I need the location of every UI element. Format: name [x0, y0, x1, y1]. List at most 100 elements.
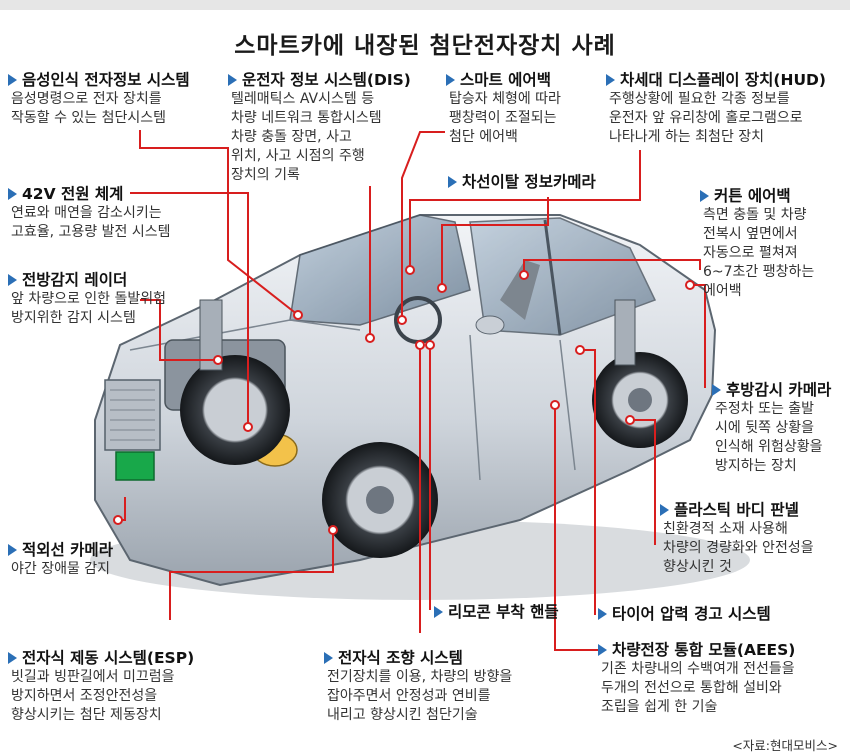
callout-desc-line: 차량 충돌 장면, 사고 [231, 129, 352, 145]
front-strut [199, 299, 223, 371]
callout-voice-info-system: 음성인식 전자정보 시스템 음성명령으로 전자 장치를 작동할 수 있는 첨단시… [8, 70, 190, 128]
bullet-icon [700, 190, 709, 202]
callout-title: 차선이탈 정보카메라 [462, 173, 596, 191]
callout-desc-line: 운전자 앞 유리창에 홀로그램으로 [609, 110, 803, 126]
bullet-icon [598, 644, 607, 656]
door-line [469, 334, 576, 481]
bullet-icon [712, 384, 721, 396]
callout-title: 42V 전원 체계 [22, 185, 124, 203]
callout-desc-line: 향상시키는 첨단 제동장치 [11, 707, 162, 723]
callout-desc-line: 첨단 에어백 [449, 129, 518, 145]
callout-title: 전자식 제동 시스템(ESP) [22, 649, 195, 667]
callout-driver-info-system: 운전자 정보 시스템(DIS) 텔레매틱스 AV시스템 등 차량 네트워크 통합… [228, 70, 411, 185]
callout-title: 전방감지 레이더 [22, 271, 128, 289]
callout-desc-line: 나타나게 하는 최첨단 장치 [609, 129, 765, 145]
callout-desc-line: 위치, 사고 시점의 주행 [231, 148, 365, 164]
leader-lane [441, 197, 549, 288]
front-wheel [180, 355, 290, 465]
callout-desc-line: 야간 장애물 감지 [11, 561, 111, 577]
bullet-icon [8, 274, 17, 286]
bullet-icon [448, 176, 457, 188]
callout-desc-line: 조립을 쉽게 한 기술 [601, 699, 718, 715]
callout-title: 차세대 디스플레이 장치(HUD) [620, 71, 826, 89]
leader-aees [554, 405, 600, 651]
leader-hud [409, 150, 641, 270]
callout-desc-line: 친환경적 소재 사용해 [663, 521, 788, 537]
callout-electronic-steering: 전자식 조향 시스템 전기장치를 이용, 차량의 방향을 잡아주면서 안정성과 … [324, 648, 512, 725]
callout-curtain-airbag: 커튼 에어백 측면 충돌 및 차량 전복시 옆면에서 자동으로 펼쳐져 6~7초… [700, 186, 814, 301]
bullet-icon [434, 606, 443, 618]
callout-desc-line: 장치의 기록 [231, 167, 300, 183]
callout-desc-line: 작동할 수 있는 첨단시스템 [11, 110, 167, 126]
callout-desc-line: 내리고 향상시킨 첨단기술 [327, 707, 478, 723]
leader-voice [139, 130, 299, 316]
callout-desc-line: 방지위한 감지 시스템 [11, 310, 136, 326]
bullet-icon [324, 652, 333, 664]
seat [500, 260, 540, 320]
hub-2 [628, 388, 652, 412]
callout-desc-line: 텔레매틱스 AV시스템 등 [231, 91, 375, 107]
callout-desc-line: 고효율, 고용량 발전 시스템 [11, 224, 171, 240]
license-plate [115, 451, 155, 481]
leader-esp [169, 530, 334, 620]
callout-desc-line: 전복시 옆면에서 [703, 226, 798, 242]
callout-desc-line: 음성명령으로 전자 장치를 [11, 91, 162, 107]
callout-plastic-panel: 플라스틱 바디 판넬 친환경적 소재 사용해 차량의 경량화와 안전성을 향상시… [660, 500, 814, 577]
hub [366, 486, 394, 514]
leader-dots [113, 265, 695, 535]
radiator-grille [110, 389, 155, 441]
leader-lines [118, 130, 706, 651]
callout-title: 차량전장 통합 모듈(AEES) [612, 641, 796, 659]
bullet-icon [8, 74, 17, 86]
callout-desc-line: 잡아주면서 안정성과 연비를 [327, 688, 491, 704]
side-mirror [475, 315, 505, 335]
callout-desc-line: 팽창력이 조절되는 [449, 110, 557, 126]
callout-desc-line: 탑승자 체형에 따라 [449, 91, 561, 107]
bullet-icon [660, 504, 669, 516]
rear-strut [614, 299, 636, 366]
callout-title: 음성인식 전자정보 시스템 [22, 71, 190, 89]
callout-esp: 전자식 제동 시스템(ESP) 빗길과 빙판길에서 미끄럼을 방지하면서 조정안… [8, 648, 194, 725]
bullet-icon [8, 652, 17, 664]
callout-desc-line: 차량 네트워크 통합시스템 [231, 110, 382, 126]
bullet-icon [8, 544, 17, 556]
callout-desc-line: 연료와 매연을 감소시키는 [11, 205, 162, 221]
bullet-icon [8, 188, 17, 200]
callout-desc-line: 자동으로 펼쳐져 [703, 245, 798, 261]
callout-desc-line: 두개의 전선으로 통합해 설비와 [601, 680, 782, 696]
callout-42v-power: 42V 전원 체계 연료와 매연을 감소시키는 고효율, 고용량 발전 시스템 [8, 184, 170, 242]
callout-title: 플라스틱 바디 판넬 [674, 501, 799, 519]
callout-desc-line: 빗길과 빙판길에서 미끄럼을 [11, 669, 175, 685]
callout-tire-pressure: 타이어 압력 경고 시스템 [598, 604, 771, 624]
b-pillar [543, 219, 562, 336]
callout-desc-line: 전기장치를 이용, 차량의 방향을 [327, 669, 513, 685]
callout-desc-line: 시에 뒷쪽 상황을 [715, 420, 815, 436]
source-credit: <자료:현대모비스> [732, 738, 838, 753]
callout-lane-camera: 차선이탈 정보카메라 [448, 172, 596, 192]
callout-desc-line: 인식해 위험상황을 [715, 439, 823, 455]
leader-radar [140, 299, 218, 361]
callout-desc-line: 측면 충돌 및 차량 [703, 207, 807, 223]
callout-title: 전자식 조향 시스템 [338, 649, 463, 667]
callout-desc-line: 향상시킨 것 [663, 559, 732, 575]
callout-desc-line: 방지하는 장치 [715, 458, 797, 474]
callout-title: 타이어 압력 경고 시스템 [612, 605, 771, 623]
leader-42v [130, 192, 249, 427]
callout-title: 스마트 에어백 [460, 71, 551, 89]
radiator [104, 379, 161, 451]
callout-title: 후방감시 카메라 [726, 381, 832, 399]
page-title: 스마트카에 내장된 첨단전자장치 사례 [234, 33, 616, 59]
callout-remote-handle: 리모콘 부착 핸들 [434, 602, 559, 622]
callout-aees: 차량전장 통합 모듈(AEES) 기존 차량내의 수백여개 전선들을 두개의 전… [598, 640, 795, 717]
bullet-icon [606, 74, 615, 86]
callout-hud: 차세대 디스플레이 장치(HUD) 주행상황에 필요한 각종 정보를 운전자 앞… [606, 70, 826, 147]
callout-desc-line: 주정차 또는 출발 [715, 401, 815, 417]
callout-desc-line: 에어백 [703, 283, 742, 299]
callout-desc-line: 앞 차량으로 인한 돌발위험 [11, 291, 167, 307]
callout-title: 적외선 카메라 [22, 541, 113, 559]
callout-front-radar: 전방감지 레이더 앞 차량으로 인한 돌발위험 방지위한 감지 시스템 [8, 270, 166, 328]
leader-plastic [630, 419, 656, 545]
bullet-icon [598, 608, 607, 620]
